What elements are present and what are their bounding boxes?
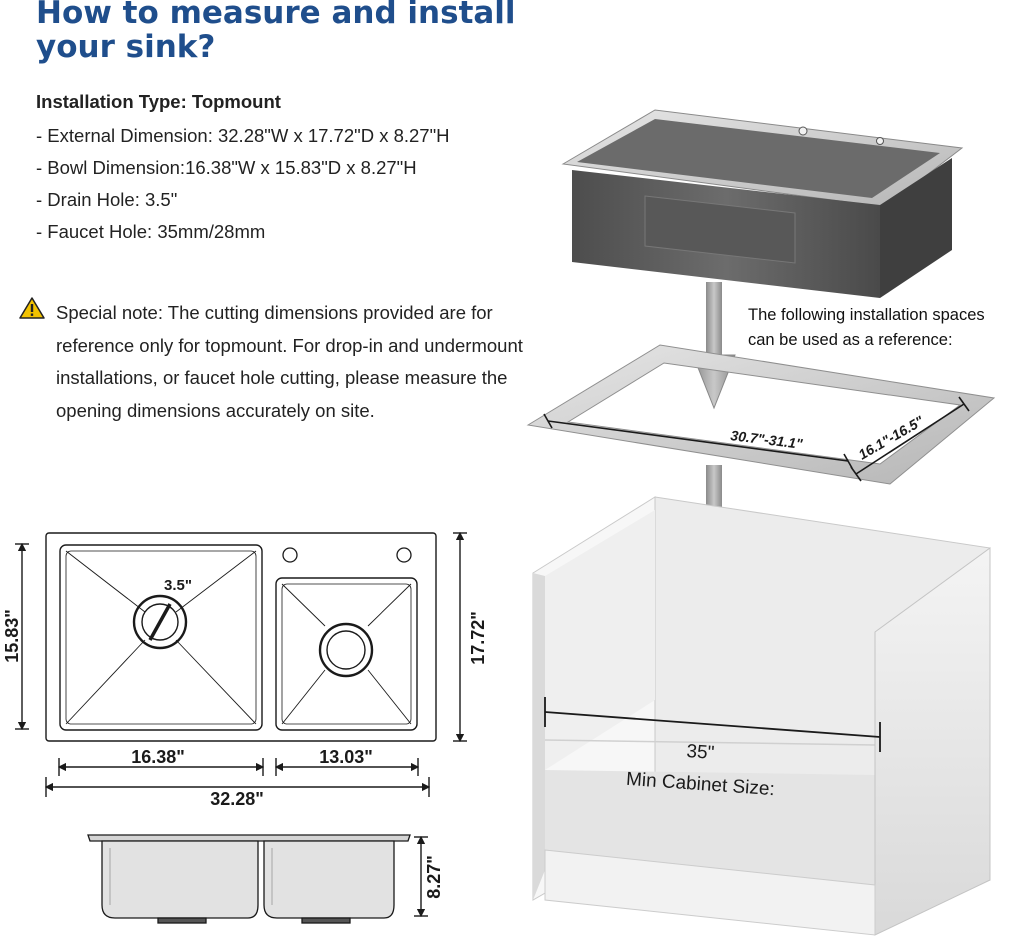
reference-note: The following installation spaces can be… — [748, 303, 1024, 353]
reference-line-2: can be used as a reference: — [748, 331, 953, 349]
cabinet-width-label: 35" — [686, 741, 715, 764]
cutout-frame-illustration — [526, 344, 996, 485]
side-height-label: 8.27" — [424, 855, 444, 899]
side-view-drawing — [87, 834, 411, 924]
faucet-hole-icon — [798, 126, 808, 136]
spec-list: - External Dimension: 32.28"W x 17.72"D … — [36, 120, 450, 248]
down-arrow-icon — [692, 282, 736, 410]
big-bowl-width-label: 16.38" — [131, 747, 185, 767]
reference-line-1: The following installation spaces — [748, 306, 985, 324]
installation-type: Installation Type: Topmount — [36, 91, 281, 112]
top-view-drawing — [45, 532, 437, 742]
cabinet-illustration — [532, 496, 991, 936]
faucet-hole-icon — [282, 547, 298, 563]
sink-3d-illustration — [561, 109, 964, 298]
spec-drain-hole: - Drain Hole: 3.5" — [36, 189, 178, 210]
drain-icon — [318, 622, 374, 678]
side-height-dimension — [414, 835, 428, 918]
dimension-lines — [15, 531, 467, 797]
small-bowl-width-label: 13.03" — [319, 747, 373, 767]
faucet-hole-icon — [876, 137, 884, 145]
bowl-depth-label: 15.83" — [2, 609, 22, 663]
spec-faucet-hole: - Faucet Hole: 35mm/28mm — [36, 221, 266, 242]
drain-icon — [132, 594, 188, 650]
overall-depth-label: 17.72" — [468, 611, 488, 665]
page-title: How to measure and install your sink? — [36, 0, 596, 64]
drain-size-label: 3.5" — [164, 577, 192, 594]
faucet-hole-icon — [396, 547, 412, 563]
spec-external-dimension: - External Dimension: 32.28"W x 17.72"D … — [36, 125, 450, 146]
title-line-2: your sink? — [36, 29, 216, 65]
overall-width-label: 32.28" — [210, 789, 264, 809]
warning-icon — [19, 297, 45, 319]
special-note: Special note: The cutting dimensions pro… — [56, 302, 523, 421]
spec-bowl-dimension: - Bowl Dimension:16.38"W x 15.83"D x 8.2… — [36, 157, 417, 178]
title-line-1: How to measure and install — [36, 0, 516, 31]
